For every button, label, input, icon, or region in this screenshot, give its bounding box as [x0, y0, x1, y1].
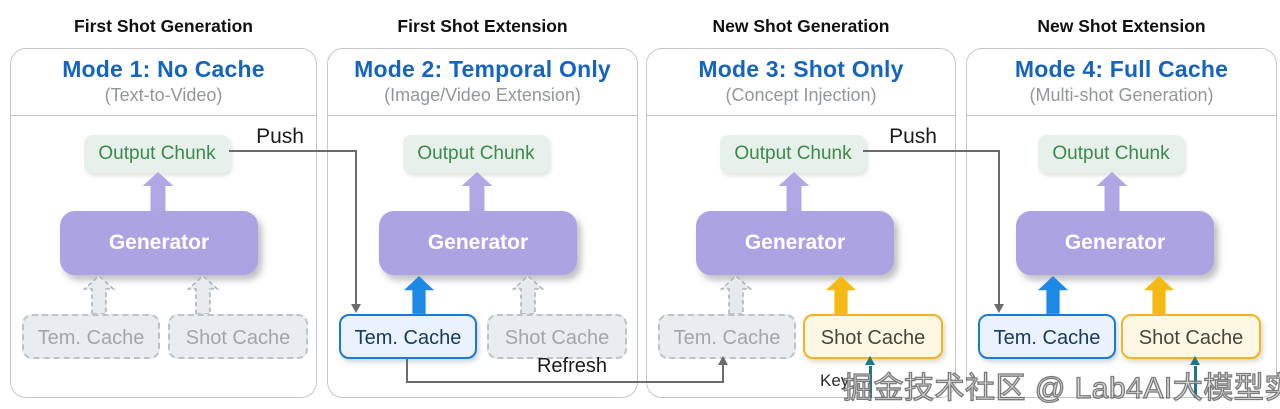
- mode-4-title: Mode 4: Full Cache: [1014, 56, 1229, 82]
- panel-mode-4-header: Mode 4: Full Cache (Multi-shot Generatio…: [967, 49, 1276, 116]
- shot-cache-arrow-active-icon: [825, 276, 857, 314]
- key-arrow-3-arrowhead-icon: [865, 356, 875, 365]
- refresh-connector-right-vertical: [722, 364, 724, 383]
- shot-cache-arrow-active-icon: [1143, 276, 1175, 314]
- mode-3-title: Mode 3: Shot Only: [698, 56, 904, 82]
- shot-cache-box: Shot Cache: [487, 314, 627, 359]
- tem-cache-arrow-inactive-icon: [82, 275, 116, 315]
- shot-cache-box: Shot Cache: [803, 314, 943, 359]
- panel-mode-1-header: Mode 1: No Cache (Text-to-Video): [11, 49, 316, 116]
- panel-mode-1: Mode 1: No Cache (Text-to-Video) Output …: [10, 48, 317, 398]
- push-connector-2-vertical: [998, 150, 1000, 305]
- tem-cache-box: Tem. Cache: [658, 314, 796, 359]
- key-arrow-3-line: [869, 366, 872, 398]
- generator-to-output-arrow-icon: [461, 172, 493, 212]
- column-title-first-shot-generation: First Shot Generation: [74, 16, 253, 36]
- push-connector-2-horizontal: [863, 150, 1000, 152]
- watermark-text: 掘金技术社区 @ Lab4AI大模型实验室: [842, 371, 1280, 405]
- tem-cache-arrow-active-icon: [403, 276, 435, 314]
- tem-cache-box: Tem. Cache: [978, 314, 1116, 359]
- generator-to-output-arrow-icon: [778, 172, 810, 212]
- generator-to-output-arrow-icon: [142, 172, 174, 212]
- tem-cache-arrow-active-icon: [1037, 276, 1069, 314]
- mode-3-subtitle: (Concept Injection): [725, 85, 877, 105]
- panel-mode-2-header: Mode 2: Temporal Only (Image/Video Exten…: [328, 49, 637, 116]
- generator-box: Generator: [60, 211, 258, 275]
- refresh-connector-horizontal: [406, 381, 724, 383]
- panel-mode-2: Mode 2: Temporal Only (Image/Video Exten…: [327, 48, 638, 398]
- mode-1-title: Mode 1: No Cache: [62, 56, 265, 82]
- key-arrow-4-line: [1194, 366, 1197, 398]
- output-chunk-box: Output Chunk: [720, 135, 866, 173]
- refresh-connector-arrowhead-icon: [718, 356, 728, 365]
- output-chunk-box: Output Chunk: [84, 135, 230, 173]
- refresh-connector-left-vertical: [406, 358, 408, 383]
- shot-cache-arrow-inactive-icon: [511, 275, 545, 315]
- key-label: Key: [820, 371, 850, 390]
- shot-cache-box: Shot Cache: [168, 314, 308, 359]
- push-connector-1-horizontal: [229, 150, 357, 152]
- shot-cache-arrow-inactive-icon: [186, 275, 220, 315]
- column-title-new-shot-extension: New Shot Extension: [1037, 16, 1206, 36]
- output-chunk-box: Output Chunk: [403, 135, 549, 173]
- shot-cache-box: Shot Cache: [1121, 314, 1261, 359]
- tem-cache-arrow-inactive-icon: [719, 275, 753, 315]
- generator-to-output-arrow-icon: [1096, 172, 1128, 212]
- mode-2-subtitle: (Image/Video Extension): [384, 85, 581, 105]
- panel-mode-4: Mode 4: Full Cache (Multi-shot Generatio…: [966, 48, 1277, 398]
- mode-4-subtitle: (Multi-shot Generation): [1029, 85, 1214, 105]
- tem-cache-box: Tem. Cache: [339, 314, 477, 359]
- push-connector-1-vertical: [355, 150, 357, 305]
- generator-box: Generator: [1016, 211, 1214, 275]
- panel-mode-3-header: Mode 3: Shot Only (Concept Injection): [647, 49, 955, 116]
- generator-box: Generator: [379, 211, 577, 275]
- panel-mode-3: Mode 3: Shot Only (Concept Injection) Ou…: [646, 48, 956, 398]
- push-connector-1-arrowhead-icon: [351, 304, 361, 313]
- output-chunk-box: Output Chunk: [1038, 135, 1184, 173]
- column-title-first-shot-extension: First Shot Extension: [397, 16, 568, 36]
- refresh-label: Refresh: [536, 355, 608, 377]
- mode-1-subtitle: (Text-to-Video): [104, 85, 223, 105]
- push-label-2: Push: [889, 125, 937, 148]
- tem-cache-box: Tem. Cache: [22, 314, 160, 359]
- generator-box: Generator: [696, 211, 894, 275]
- push-connector-2-arrowhead-icon: [994, 304, 1004, 313]
- column-title-new-shot-generation: New Shot Generation: [712, 16, 890, 36]
- key-arrow-4-arrowhead-icon: [1190, 356, 1200, 365]
- push-label-1: Push: [256, 125, 304, 148]
- mode-2-title: Mode 2: Temporal Only: [354, 56, 611, 82]
